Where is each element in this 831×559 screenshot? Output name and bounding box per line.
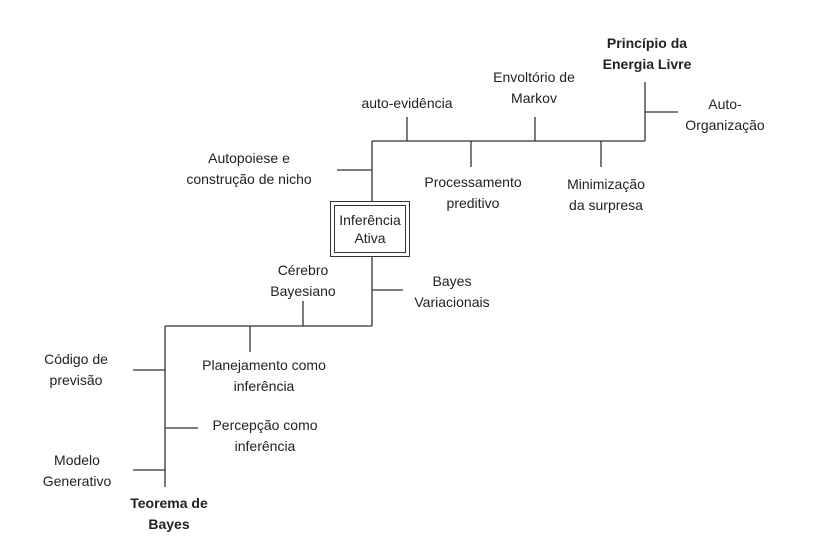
node-minimizacao-line1: Minimização: [567, 176, 645, 192]
node-planejamento: Planejamento como inferência: [202, 355, 326, 397]
node-auto-organizacao-line2: Organização: [685, 117, 765, 133]
node-cerebro: Cérebro Bayesiano: [270, 260, 335, 302]
node-bayes-variacionais-line1: Bayes: [432, 273, 472, 289]
node-planejamento-line2: inferência: [233, 378, 295, 394]
node-teorema: Teorema de Bayes: [130, 493, 208, 535]
node-bayes-variacionais-line2: Variacionais: [414, 294, 490, 310]
node-codigo: Código de previsão: [44, 349, 108, 391]
node-modelo-line1: Modelo: [54, 452, 100, 468]
center-line-1: Inferência: [339, 212, 401, 228]
node-percepcao-line1: Percepção como: [212, 417, 318, 433]
node-autopoiese-line2: construção de nicho: [186, 171, 312, 187]
center-line-2: Ativa: [354, 230, 386, 246]
node-auto-organizacao-line1: Auto-: [708, 96, 742, 112]
node-minimizacao: Minimização da surpresa: [567, 174, 645, 216]
node-envoltorio: Envoltório de Markov: [493, 67, 575, 109]
node-processamento-line1: Processamento: [424, 174, 522, 190]
node-autopoiese-line1: Autopoiese e: [208, 150, 290, 166]
node-cerebro-line1: Cérebro: [277, 262, 329, 278]
node-codigo-line2: previsão: [49, 372, 103, 388]
node-auto-organizacao: Auto- Organização: [685, 94, 764, 136]
node-processamento: Processamento preditivo: [424, 172, 521, 214]
node-envoltorio-line2: Markov: [511, 90, 557, 106]
node-modelo-line2: Generativo: [42, 473, 112, 489]
node-cerebro-line2: Bayesiano: [270, 283, 336, 299]
node-percepcao-line2: inferência: [234, 438, 296, 454]
node-modelo: Modelo Generativo: [43, 450, 111, 492]
node-energia-livre-line1: Princípio da: [606, 35, 688, 51]
node-codigo-line1: Código de: [44, 351, 108, 367]
node-auto-evidencia: auto-evidência: [361, 93, 452, 114]
node-energia-livre: Princípio da Energia Livre: [603, 33, 692, 75]
center-node-inferencia-ativa: Inferência Ativa: [330, 201, 410, 257]
node-minimizacao-line2: da surpresa: [569, 197, 643, 213]
node-planejamento-line1: Planejamento como: [202, 357, 326, 373]
node-processamento-line2: preditivo: [446, 195, 500, 211]
node-teorema-line2: Bayes: [148, 516, 190, 532]
node-bayes-variacionais: Bayes Variacionais: [414, 271, 489, 313]
node-teorema-line1: Teorema de: [130, 495, 208, 511]
node-percepcao: Percepção como inferência: [212, 415, 317, 457]
node-envoltorio-line1: Envoltório de: [493, 69, 575, 85]
node-energia-livre-line2: Energia Livre: [602, 56, 692, 72]
node-auto-evidencia-line1: auto-evidência: [361, 95, 453, 111]
node-autopoiese: Autopoiese e construção de nicho: [186, 148, 311, 190]
